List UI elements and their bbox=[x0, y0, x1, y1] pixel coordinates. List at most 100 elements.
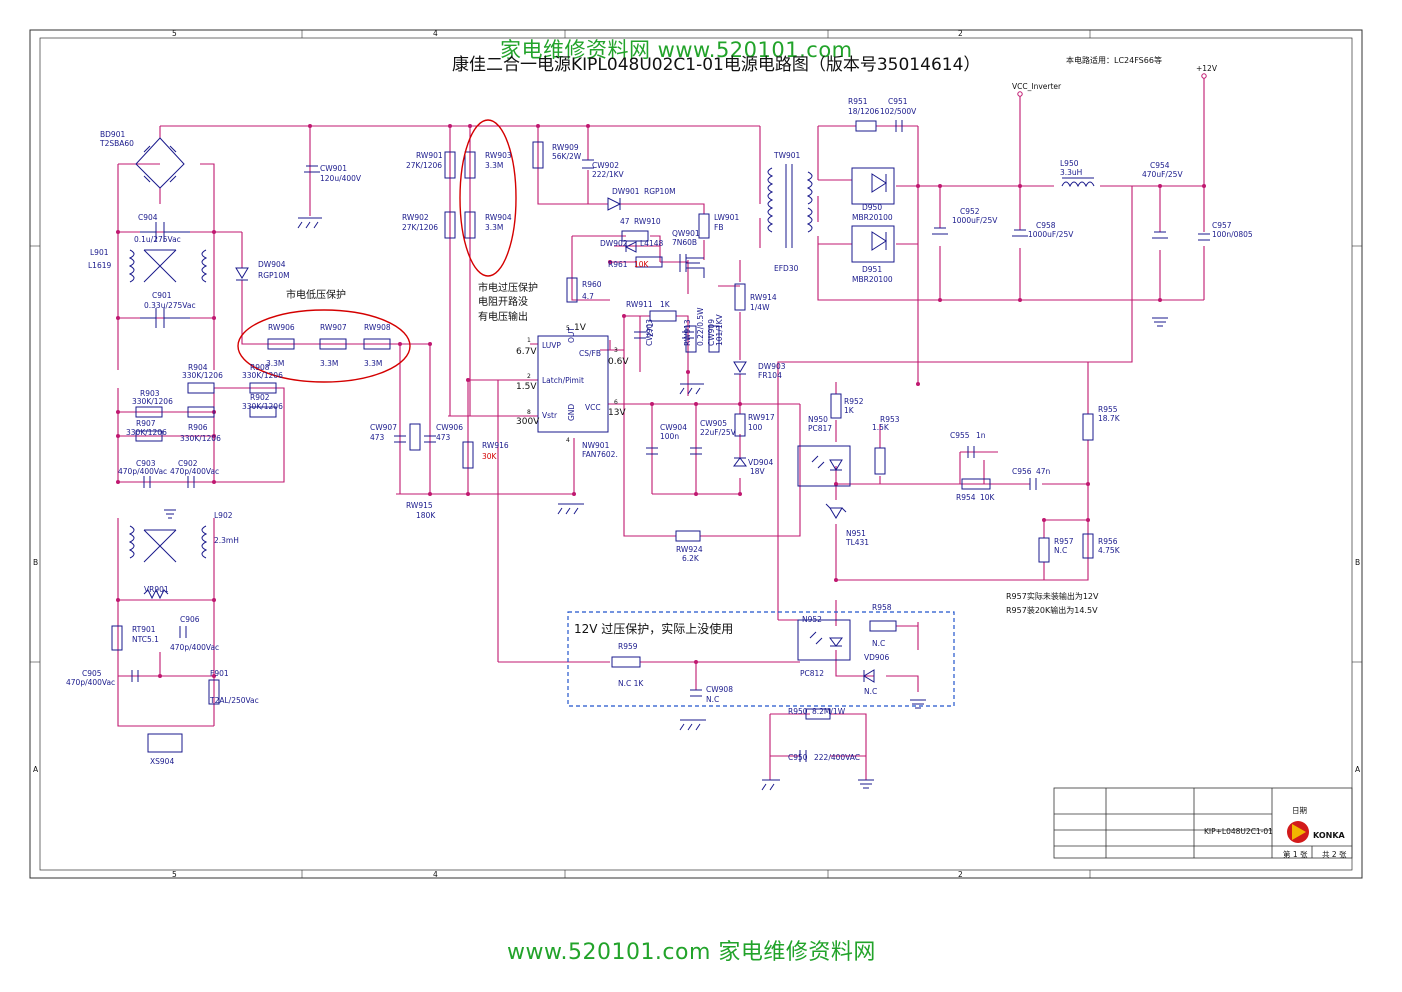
rw914-ref: RW914 bbox=[750, 293, 777, 302]
c950-ref: C950 bbox=[788, 753, 808, 762]
tw901-value: EFD30 bbox=[774, 264, 799, 273]
r903-value: 330K/1206 bbox=[132, 397, 173, 406]
c956-ref: C956 bbox=[1012, 467, 1032, 476]
ic-voltage: 1.5V bbox=[516, 382, 537, 392]
ic-pin-label: CS/FB bbox=[579, 349, 601, 358]
cw906-value: 473 bbox=[436, 433, 451, 442]
qw901-value: 7N60B bbox=[672, 238, 697, 247]
rw903-value: 3.3M bbox=[485, 161, 503, 170]
c904-ref: C904 bbox=[138, 213, 158, 222]
ic-pin-label: GND bbox=[567, 404, 576, 421]
rw924-value: 6.2K bbox=[682, 554, 700, 563]
sheet-number: 第 1 张 bbox=[1283, 849, 1308, 859]
rw906-ref: RW906 bbox=[268, 323, 295, 332]
rw916-value: 30K bbox=[482, 452, 498, 461]
c903-ref: C903 bbox=[136, 459, 156, 468]
c906-ref: C906 bbox=[180, 615, 200, 624]
c957-value: 100n/0805 bbox=[1212, 230, 1253, 239]
d950-ref: D950 bbox=[862, 203, 882, 212]
rw902-ref: RW902 bbox=[402, 213, 429, 222]
dw902-value: L4148 bbox=[640, 239, 663, 248]
cw908-ref: CW908 bbox=[706, 685, 733, 694]
overvoltage-highlight bbox=[459, 119, 517, 277]
c952-value: 1000uF/25V bbox=[952, 216, 998, 225]
c951-value: 102/500V bbox=[880, 107, 917, 116]
ic-pin-label: OUT bbox=[567, 327, 576, 343]
inner-border bbox=[39, 37, 1353, 871]
rw907-ref: RW907 bbox=[320, 323, 347, 332]
net-plus12v: +12V bbox=[1196, 64, 1218, 73]
c955-value: 1n bbox=[976, 431, 986, 440]
r960-value: 4.7 bbox=[582, 292, 594, 301]
dw904-ref: DW904 bbox=[258, 260, 286, 269]
rt901-value: NTC5.1 bbox=[132, 635, 159, 644]
rw902-value: 27K/1206 bbox=[402, 223, 438, 232]
r957-note-line: R957装20K输出为14.5V bbox=[1006, 605, 1098, 615]
col-marker: 5 bbox=[172, 870, 177, 879]
r950-ref: R950 bbox=[788, 707, 808, 716]
r908-ref: R908 bbox=[250, 363, 270, 372]
xs904-ref: XS904 bbox=[150, 757, 174, 766]
c905-ref: C905 bbox=[82, 669, 102, 678]
rw913-value: 0.22/0.5W bbox=[696, 307, 705, 346]
col-marker: 5 bbox=[172, 29, 177, 38]
ic-pin-label: Vstr bbox=[542, 411, 558, 420]
col-marker: 4 bbox=[433, 870, 438, 879]
cw905-ref: CW905 bbox=[700, 419, 727, 428]
r951-value: 18/1206 bbox=[848, 107, 879, 116]
f901-value: T2AL/250Vac bbox=[209, 696, 259, 705]
r902-ref: R902 bbox=[250, 393, 270, 402]
component-symbols bbox=[111, 120, 1210, 791]
c901-value: 0.33u/275Vac bbox=[144, 301, 196, 310]
c902-value: 470p/400Vac bbox=[170, 467, 219, 476]
ic-pin-number: 8 bbox=[527, 409, 531, 416]
n952-value: PC812 bbox=[800, 669, 824, 678]
dw901-ref: DW901 bbox=[612, 187, 640, 196]
r952-ref: R952 bbox=[844, 397, 864, 406]
cw902-value: 222/1KV bbox=[592, 170, 625, 179]
cw907-value: 473 bbox=[370, 433, 385, 442]
ic-voltage: 1V bbox=[574, 323, 587, 333]
f901-ref: F901 bbox=[210, 669, 229, 678]
cw908-value: N.C bbox=[706, 695, 719, 704]
c955-ref: C955 bbox=[950, 431, 970, 440]
d950-value: MBR20100 bbox=[852, 213, 893, 222]
r956-ref: R956 bbox=[1098, 537, 1118, 546]
c903-value: 470p/400Vac bbox=[118, 467, 167, 476]
col-marker: 2 bbox=[958, 29, 963, 38]
rw915-ref: RW915 bbox=[406, 501, 433, 510]
cw904-ref: CW904 bbox=[660, 423, 687, 432]
rw908-value: 3.3M bbox=[364, 359, 382, 368]
c950-value: 222/400VAC bbox=[814, 753, 860, 762]
l901-value: L1619 bbox=[88, 261, 111, 270]
ic-voltage: 6.7V bbox=[516, 347, 537, 357]
cw904-value: 100n bbox=[660, 432, 679, 441]
vr901-ref: VR901 bbox=[144, 585, 169, 594]
dw901-value: RGP10M bbox=[644, 187, 676, 196]
cw906-ref: CW906 bbox=[436, 423, 463, 432]
rw915-value: 180K bbox=[416, 511, 436, 520]
c952-ref: C952 bbox=[960, 207, 980, 216]
r954-value: 10K bbox=[980, 493, 996, 502]
rw917-ref: RW917 bbox=[748, 413, 775, 422]
cw903-ref: CW903 bbox=[645, 319, 654, 346]
lw901-value: FB bbox=[714, 223, 723, 232]
dw904-value: RGP10M bbox=[258, 271, 290, 280]
cw901-value: 120u/400V bbox=[320, 174, 362, 183]
d951-ref: D951 bbox=[862, 265, 882, 274]
c956-value: 47n bbox=[1036, 467, 1051, 476]
ovp12-note: 12V 过压保护，实际上没使用 bbox=[574, 621, 733, 636]
r953-ref: R953 bbox=[880, 415, 900, 424]
l902-ref: L902 bbox=[214, 511, 233, 520]
rw911-ref: RW911 bbox=[626, 300, 653, 309]
rw910-ref: RW910 bbox=[634, 217, 661, 226]
ic-pin-number: 6 bbox=[614, 399, 618, 406]
r957-ref: R957 bbox=[1054, 537, 1074, 546]
r906-ref: R906 bbox=[188, 423, 208, 432]
junction-dots bbox=[116, 124, 1206, 678]
r952-value: 1K bbox=[844, 406, 855, 415]
cw909-value: 101/1KV bbox=[715, 313, 724, 346]
r959-ref: R959 bbox=[618, 642, 638, 651]
sheet-total: 共 2 张 bbox=[1322, 850, 1347, 859]
c951-ref: C951 bbox=[888, 97, 908, 106]
